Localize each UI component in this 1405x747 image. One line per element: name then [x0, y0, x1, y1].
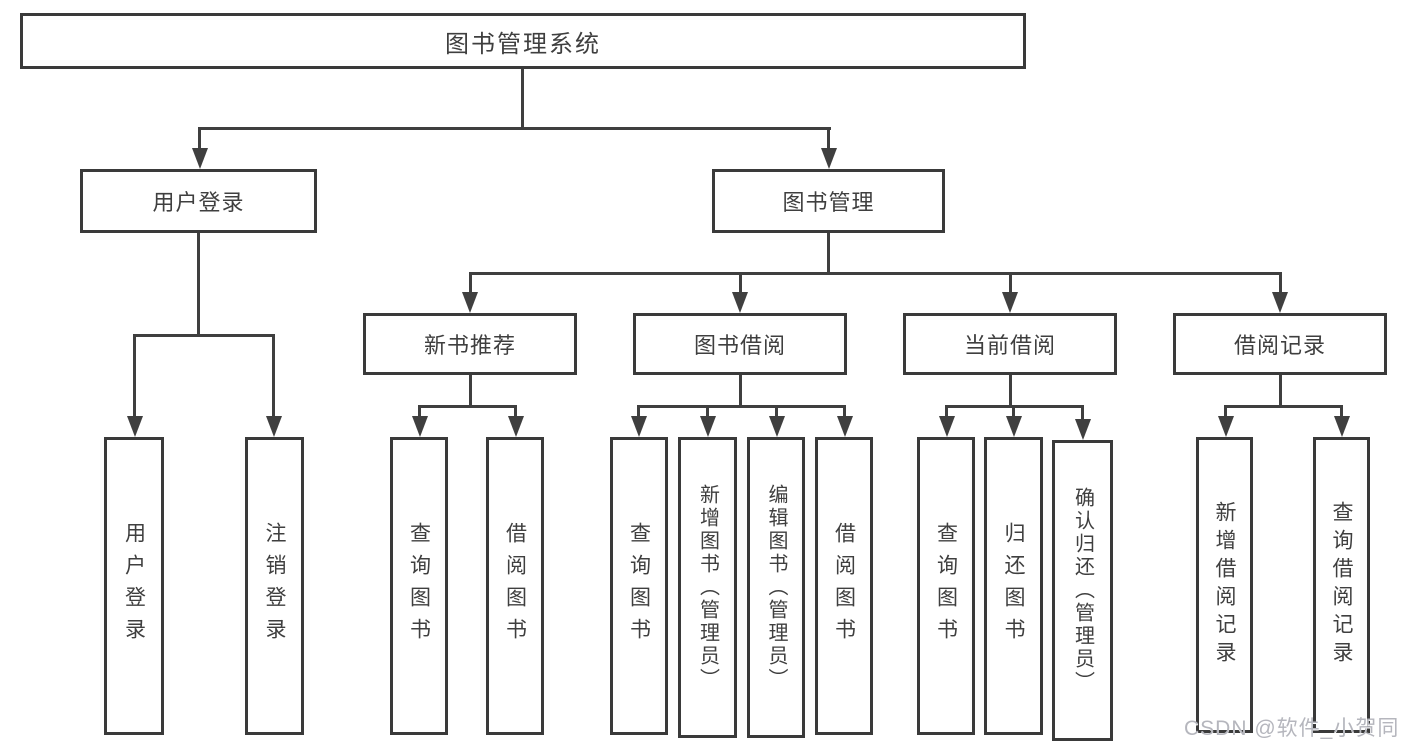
- connector-user-login-drop-2: [272, 334, 275, 418]
- node-borrow-records: 借阅记录: [1173, 313, 1387, 375]
- connector-current-stem: [1009, 375, 1012, 408]
- arrow-to-leaf-query-recommend: [412, 416, 428, 437]
- connector-bm-drop-2: [739, 272, 742, 294]
- arrow-to-leaf-query-current: [939, 416, 955, 437]
- arrow-to-borrow-records: [1272, 292, 1288, 313]
- arrow-to-new-book-recommend: [462, 292, 478, 313]
- node-new-book-recommend: 新书推荐: [363, 313, 577, 375]
- leaf-query-books-borrow: 查询图书: [610, 437, 668, 735]
- leaf-query-books-current: 查询图书: [917, 437, 975, 735]
- connector-bm-drop-4: [1279, 272, 1282, 294]
- leaf-borrow-books-borrow: 借阅图书: [815, 437, 873, 735]
- connector-br-drop-2: [1340, 405, 1343, 419]
- leaf-add-borrow-record: 新增借阅记录: [1196, 437, 1253, 733]
- arrow-to-book-management: [821, 148, 837, 169]
- connector-recommend-split: [418, 405, 517, 408]
- arrow-to-leaf-user-login: [127, 416, 143, 437]
- connector-book-mgmt-stem: [827, 233, 830, 275]
- leaf-query-borrow-record: 查询借阅记录: [1313, 437, 1370, 733]
- node-root: 图书管理系统: [20, 13, 1026, 69]
- leaf-return-books: 归还图书: [984, 437, 1043, 735]
- arrow-to-leaf-confirm-return: [1075, 419, 1091, 440]
- arrow-to-leaf-borrow-recommend: [508, 416, 524, 437]
- connector-borrow-split: [637, 405, 845, 408]
- arrow-to-leaf-edit-books: [769, 416, 785, 437]
- arrow-to-leaf-return-books: [1006, 416, 1022, 437]
- connector-rec-drop-2: [514, 405, 517, 419]
- connector-bb-drop-3: [775, 405, 778, 419]
- leaf-query-books-recommend: 查询图书: [390, 437, 448, 735]
- connector-bb-drop-1: [637, 405, 640, 419]
- connector-cb-drop-3: [1081, 405, 1084, 419]
- leaf-borrow-books-recommend: 借阅图书: [486, 437, 544, 735]
- arrow-to-current-borrow: [1002, 292, 1018, 313]
- connector-user-login-split: [133, 334, 275, 337]
- connector-records-split: [1224, 405, 1343, 408]
- node-user-login: 用户登录: [80, 169, 317, 233]
- connector-bb-drop-4: [843, 405, 846, 419]
- leaf-user-login: 用户登录: [104, 437, 164, 735]
- arrow-to-leaf-query-borrow: [631, 416, 647, 437]
- arrow-to-book-borrow: [732, 292, 748, 313]
- connector-user-login-stem: [197, 233, 200, 336]
- arrow-to-leaf-add-record: [1218, 416, 1234, 437]
- connector-user-login-drop-1: [133, 334, 136, 418]
- node-current-borrow: 当前借阅: [903, 313, 1117, 375]
- arrow-to-user-login: [192, 148, 208, 169]
- node-book-management: 图书管理: [712, 169, 945, 233]
- connector-bm-drop-1: [469, 272, 472, 294]
- connector-root-left-drop: [198, 127, 201, 150]
- leaf-logout: 注销登录: [245, 437, 304, 735]
- connector-cb-drop-1: [945, 405, 948, 419]
- connector-cb-drop-2: [1012, 405, 1015, 419]
- connector-root-right-drop: [827, 127, 830, 150]
- node-book-borrow: 图书借阅: [633, 313, 847, 375]
- connector-recommend-stem: [469, 375, 472, 408]
- connector-root-split: [198, 127, 831, 130]
- arrow-to-leaf-logout: [266, 416, 282, 437]
- connector-bm-drop-3: [1009, 272, 1012, 294]
- csdn-watermark: CSDN @软件_小贺同学: [1184, 717, 1400, 740]
- leaf-confirm-return-admin: 确认归还（管理员）: [1052, 440, 1113, 741]
- arrow-to-leaf-query-record: [1334, 416, 1350, 437]
- arrow-to-leaf-add-books: [700, 416, 716, 437]
- connector-rec-drop-1: [418, 405, 421, 419]
- leaf-edit-books-admin: 编辑图书（管理员）: [747, 437, 805, 738]
- connector-book-mgmt-split: [469, 272, 1282, 275]
- arrow-to-leaf-borrow-books: [837, 416, 853, 437]
- connector-bb-drop-2: [706, 405, 709, 419]
- connector-records-stem: [1279, 375, 1282, 408]
- connector-br-drop-1: [1224, 405, 1227, 419]
- leaf-add-books-admin: 新增图书（管理员）: [678, 437, 737, 738]
- connector-root-stem: [521, 69, 524, 127]
- connector-borrow-stem: [739, 375, 742, 408]
